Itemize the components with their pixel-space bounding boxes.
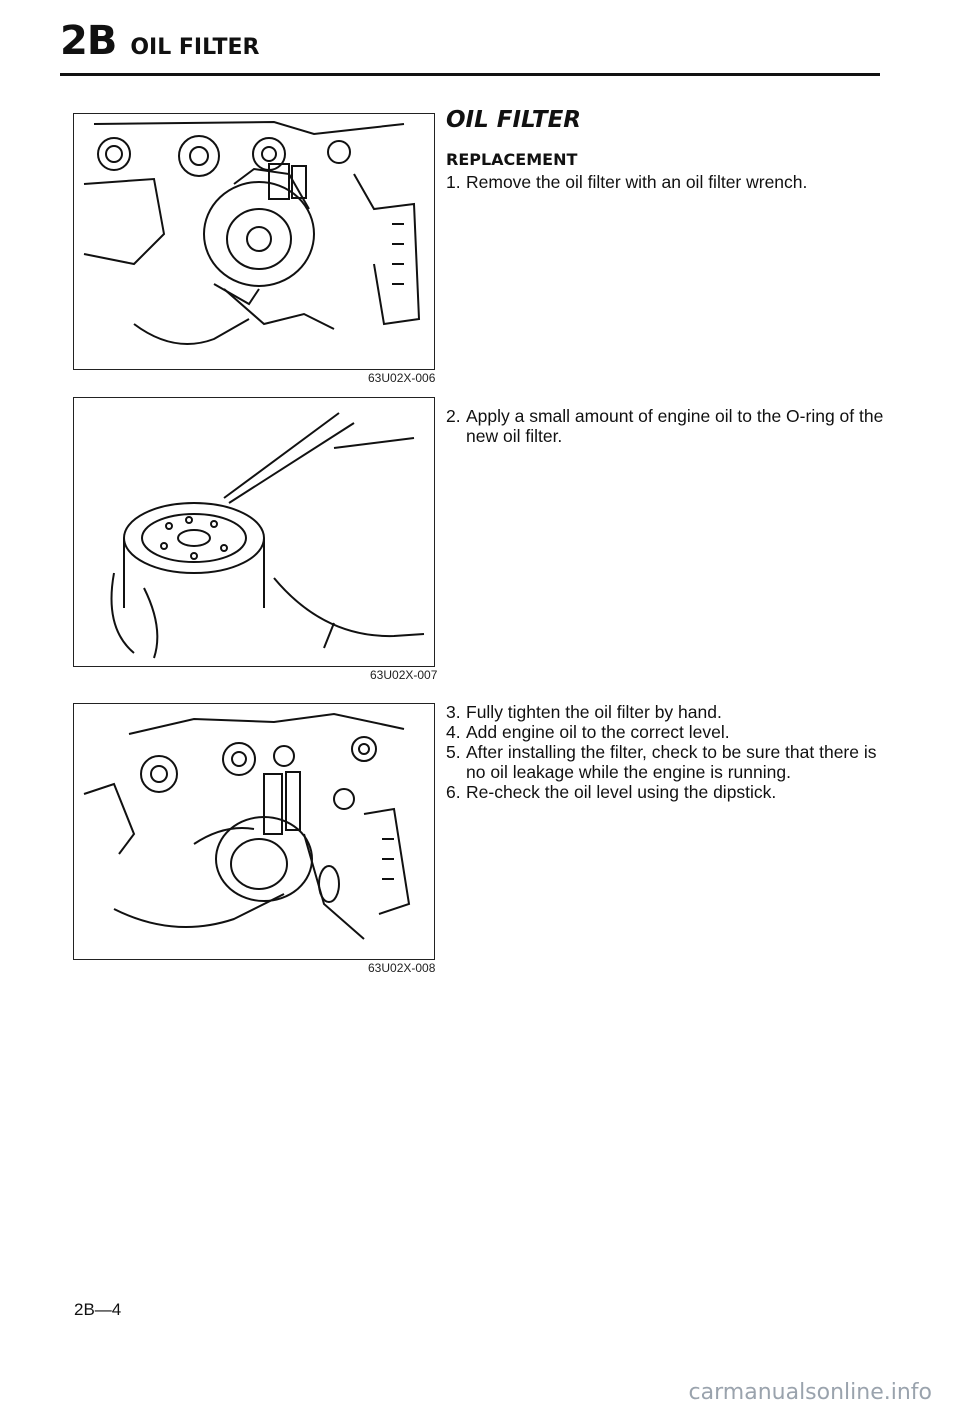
- figure-caption: 63U02X-007: [370, 668, 438, 682]
- step-list-1: 1. Remove the oil filter with an oil fil…: [446, 172, 886, 192]
- step-text: Add engine oil to the correct level.: [466, 722, 730, 742]
- step-text: Remove the oil filter with an oil filter…: [466, 172, 808, 192]
- page-number: 2B—4: [74, 1300, 122, 1319]
- step-number: 6.: [446, 782, 461, 802]
- step-text: Apply a small amount of engine oil to th…: [466, 406, 884, 446]
- step-number: 5.: [446, 742, 461, 762]
- step-text: Re-check the oil level using the dipstic…: [466, 782, 777, 802]
- step-text: After installing the filter, check to be…: [466, 742, 877, 782]
- step-list-3: 3. Fully tighten the oil filter by hand.…: [446, 702, 886, 802]
- step-list-2: 2. Apply a small amount of engine oil to…: [446, 406, 886, 446]
- section-code: 2B: [60, 18, 117, 64]
- section-title: OIL FILTER: [130, 35, 260, 60]
- step-item: 4. Add engine oil to the correct level.: [446, 722, 886, 742]
- step-number: 1.: [446, 172, 461, 192]
- figure-oring-oil: [73, 397, 435, 667]
- figure-caption: 63U02X-006: [368, 371, 436, 385]
- page-header: 2B OIL FILTER: [60, 18, 259, 64]
- step-item: 1. Remove the oil filter with an oil fil…: [446, 172, 886, 192]
- step-number: 2.: [446, 406, 461, 426]
- step-number: 3.: [446, 702, 461, 722]
- step-text: Fully tighten the oil filter by hand.: [466, 702, 722, 722]
- step-item: 6. Re-check the oil level using the dips…: [446, 782, 886, 802]
- step-item: 3. Fully tighten the oil filter by hand.: [446, 702, 886, 722]
- header-rule: [60, 73, 880, 76]
- step-number: 4.: [446, 722, 461, 742]
- watermark: carmanualsonline.info: [688, 1380, 932, 1405]
- step-item: 5. After installing the filter, check to…: [446, 742, 886, 782]
- figure-filter-removal: [73, 113, 435, 370]
- procedure-subheading: REPLACEMENT: [446, 150, 578, 169]
- procedure-heading: OIL FILTER: [446, 107, 582, 133]
- figure-tighten-hand: [73, 703, 435, 960]
- step-item: 2. Apply a small amount of engine oil to…: [446, 406, 886, 446]
- figure-caption: 63U02X-008: [368, 961, 436, 975]
